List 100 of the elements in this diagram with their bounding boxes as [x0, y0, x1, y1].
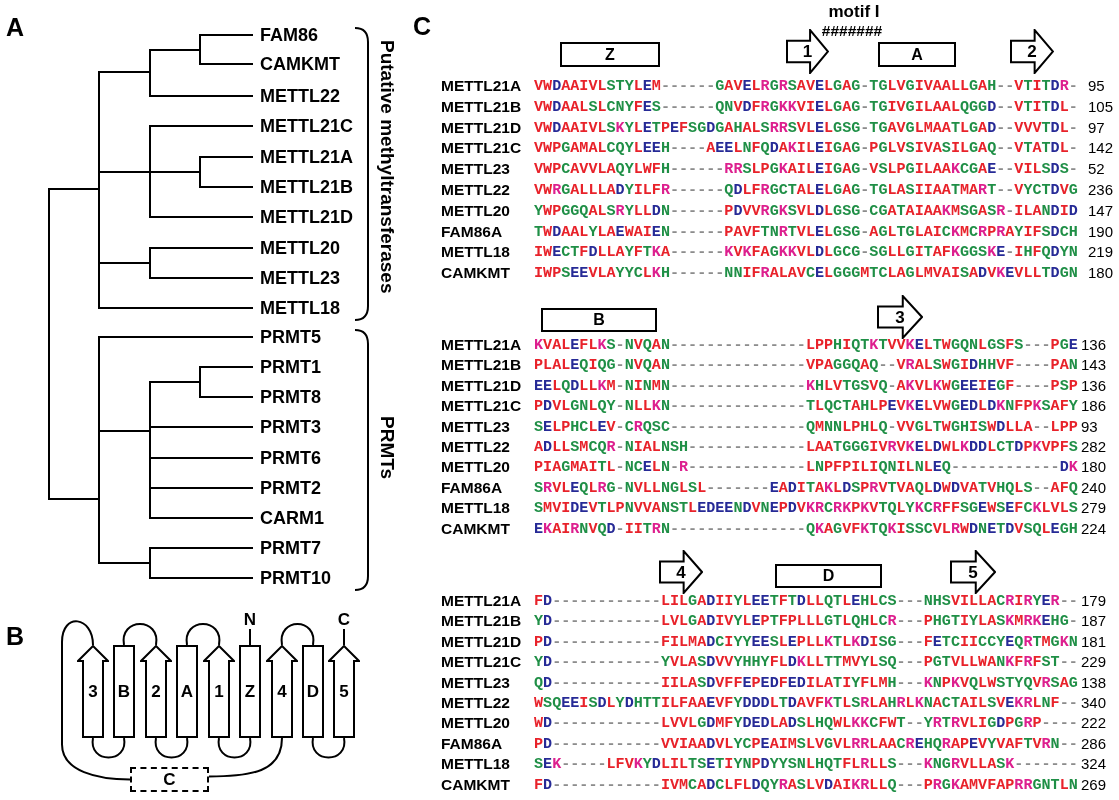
taxon-label: PRMT6 [260, 447, 321, 469]
sequence-name: METTL21D [441, 118, 522, 137]
sequence-row: ADLLSMCQR-NIALNSH-------------LAATGGGIVRVKELDWLKDDLCTDPKVPFS [534, 438, 1078, 456]
residue-number: 240 [1081, 478, 1107, 497]
residue-number: 279 [1081, 499, 1107, 518]
sequence-row: VWPCAVVLAQYLWFH------RRSLPGKAILEIGAG-VSLPGILAAKCGAE--VILSDS- [534, 160, 1078, 179]
taxon-label: METTL23 [260, 267, 340, 289]
helix-box: D [302, 645, 324, 738]
sequence-row: TWDAALYLAEWAIEN------PAVFTNRTVLELGSG-AGLTGLAICKMCRPRAYIFSDCH [534, 222, 1078, 241]
residue-number: 222 [1081, 714, 1107, 733]
taxon-label: METTL20 [260, 237, 340, 259]
sequence-row: VWRGALLLADYILFR------QDLFRGCTALELGAG-TGLASIIAATMART--VYCTDVG [534, 181, 1078, 199]
residue-number: 95 [1088, 77, 1105, 95]
sequence-row: WD------------LVVLGDMFYDEDLADSLHQWLKKCFWT--YRTRVLIGDPGRP---- [534, 714, 1078, 733]
sequence-name: METTL21A [441, 336, 522, 354]
residue-number: 324 [1081, 755, 1107, 774]
beta-strand: 4 [659, 550, 703, 594]
sequence-name: CAMKMT [441, 519, 510, 538]
sequence-row: PD------------FILMADCIYYEESLEPLLKTLKDISG---FETCIICCYEQRTMGKN [534, 632, 1078, 651]
sequence-row: SELPHCLEV-CRQSC---------------QMNNLPHLQ-VVGLTWGHISWDLLA--LPP [534, 417, 1078, 436]
residue-number: 269 [1081, 775, 1107, 794]
taxon-label: PRMT1 [260, 356, 321, 378]
beta-strand: 5 [328, 645, 360, 738]
loop-line [217, 737, 252, 759]
beta-strand: 3 [77, 645, 109, 738]
residue-number: 282 [1081, 438, 1107, 456]
residue-number: 180 [1088, 264, 1114, 283]
panel-label: B [6, 624, 25, 649]
taxon-label: CARM1 [260, 507, 324, 529]
loop-line [122, 623, 158, 646]
sequence-name: METTL20 [441, 458, 510, 477]
sequence-name: METTL18 [441, 755, 510, 774]
sequence-name: METTL21D [441, 376, 522, 395]
beta-strand: 1 [203, 645, 235, 738]
loop-line [91, 737, 126, 759]
sequence-name: METTL18 [441, 243, 510, 262]
sequence-row: SEK-----LFVKYDLILTSETIYNPDYYSNLHQTFLRLLS---KNGRVLLASK------- [534, 755, 1078, 774]
beta-strand: 4 [266, 645, 298, 738]
taxon-label: METTL21A [260, 146, 353, 168]
loop-line [61, 620, 131, 781]
residue-number: 138 [1081, 673, 1107, 692]
residue-number: 143 [1081, 356, 1107, 375]
sequence-row: WSQEEISDLYDHTTILFAAEVFYDDDLTDAVFKTLSRLAHRLKNACTAILSVEKRLNF-- [534, 694, 1078, 712]
sequence-row: PIAGMAITL-NCELN-R-------------LNPFPILIQNILNLEQ------------DK [534, 458, 1078, 477]
sequence-row: IWECTFDLLAYFTKA------KVKFAGKKVLDLGCG-SGLLGITAFKGGSKE-IHFQDYN [534, 243, 1078, 262]
sequence-row: EELQDLLKM-NINMN---------------KHLVTGSVQ-AKVLKWGEEIEGF----PSP [534, 376, 1078, 395]
taxon-label: PRMT7 [260, 537, 321, 559]
sequence-row: VWDAAIVLSTYLEM------GAVELRGRSAVELGAG-TGLVGIVAALLGAH--VTITDR- [534, 77, 1078, 95]
helix-box: Z [560, 42, 660, 67]
taxon-label: FAM86 [260, 24, 319, 46]
helix-box: A [878, 42, 956, 67]
loop-line [311, 737, 346, 759]
terminus-label: C [337, 609, 351, 629]
sequence-row: FD------------LILGADIIYLEETFTDLLQTLEHLCS---NHSVILLACRIRYER-- [534, 592, 1078, 610]
taxon-label: PRMT2 [260, 477, 321, 499]
sequence-name: METTL21B [441, 612, 522, 631]
sequence-name: FAM86A [441, 222, 503, 241]
residue-number: 224 [1081, 519, 1107, 538]
dashed-box: C [130, 767, 209, 792]
sequence-name: METTL21D [441, 632, 522, 651]
sequence-name: METTL21C [441, 139, 522, 158]
sequence-name: METTL21C [441, 397, 522, 416]
residue-number: 97 [1088, 118, 1105, 137]
sequence-name: METTL20 [441, 201, 510, 220]
sequence-name: FAM86A [441, 734, 503, 753]
loop-line [249, 628, 251, 646]
group-label: PRMTs [376, 415, 399, 479]
sequence-name: METTL22 [441, 438, 510, 456]
residue-number: 187 [1081, 612, 1107, 631]
residue-number: 136 [1081, 376, 1107, 395]
group-label: Putative methyltransferases [376, 40, 399, 294]
sequence-row: YD------------LVLGADIVYLEPTFPLLLGTLQHLCR---PHGTIYLASKMRKEHG- [534, 612, 1078, 631]
sequence-row: YWPGGQALSRYLLDN------PDVVRGKSVLDLGSG-CGATAIAAKMSGASR-ILANDID [534, 201, 1078, 220]
residue-number: 286 [1081, 734, 1107, 753]
sequence-row: KVALEFLKS-NVQAN---------------LPPHIQTKTVVKELTWGQNLGSFS---PGE [534, 336, 1078, 354]
beta-strand: 5 [950, 550, 996, 594]
taxon-label: PRMT5 [260, 326, 321, 348]
taxon-label: CAMKMT [260, 53, 340, 75]
sequence-name: METTL21A [441, 592, 522, 610]
taxon-label: METTL21C [260, 115, 353, 137]
residue-number: 136 [1081, 336, 1107, 354]
panel-label: C [413, 14, 432, 39]
sequence-row: SRVLEQLRG-NVLLNGLSL-------EADITAKLDSPRVTVAQLDWDVATVHQLS--AFQ [534, 478, 1078, 497]
beta-strand: 2 [1010, 29, 1054, 74]
taxon-label: METTL22 [260, 85, 340, 107]
motif-label: motif I [828, 2, 880, 21]
sequence-name: METTL20 [441, 714, 510, 733]
residue-number: 236 [1088, 181, 1114, 199]
sequence-name: METTL23 [441, 160, 510, 179]
terminus-label: N [243, 609, 257, 629]
loop-line [280, 623, 315, 646]
residue-number: 52 [1088, 160, 1105, 179]
sequence-name: METTL23 [441, 673, 510, 692]
loop-line [343, 628, 345, 646]
sequence-row: VWDAALSLCNYFES------QNVDFRGKKVIELGAG-TGIVGILAALQGGD--VTITDL- [534, 97, 1078, 116]
sequence-row: SMVIDEVTLPNVVANSTLEDEENDVNEPDVKRCRKPKVTQLYKCRFFSGEWSEFCKLVLS [534, 499, 1078, 518]
residue-number: 142 [1088, 139, 1114, 158]
sequence-name: METTL21B [441, 356, 522, 375]
residue-number: 340 [1081, 694, 1107, 712]
helix-box: B [541, 308, 657, 332]
